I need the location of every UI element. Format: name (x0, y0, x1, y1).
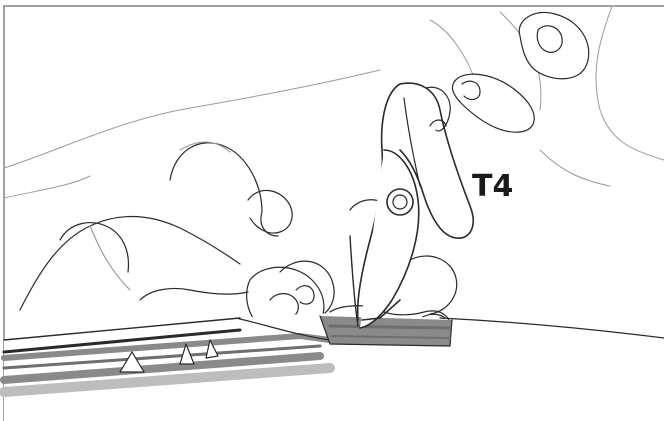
tin-snips (350, 83, 473, 328)
trim-strip (4, 306, 664, 421)
upper-hand (452, 12, 588, 132)
left-hand (20, 142, 334, 335)
tool-label-t4: T4 (472, 169, 513, 204)
